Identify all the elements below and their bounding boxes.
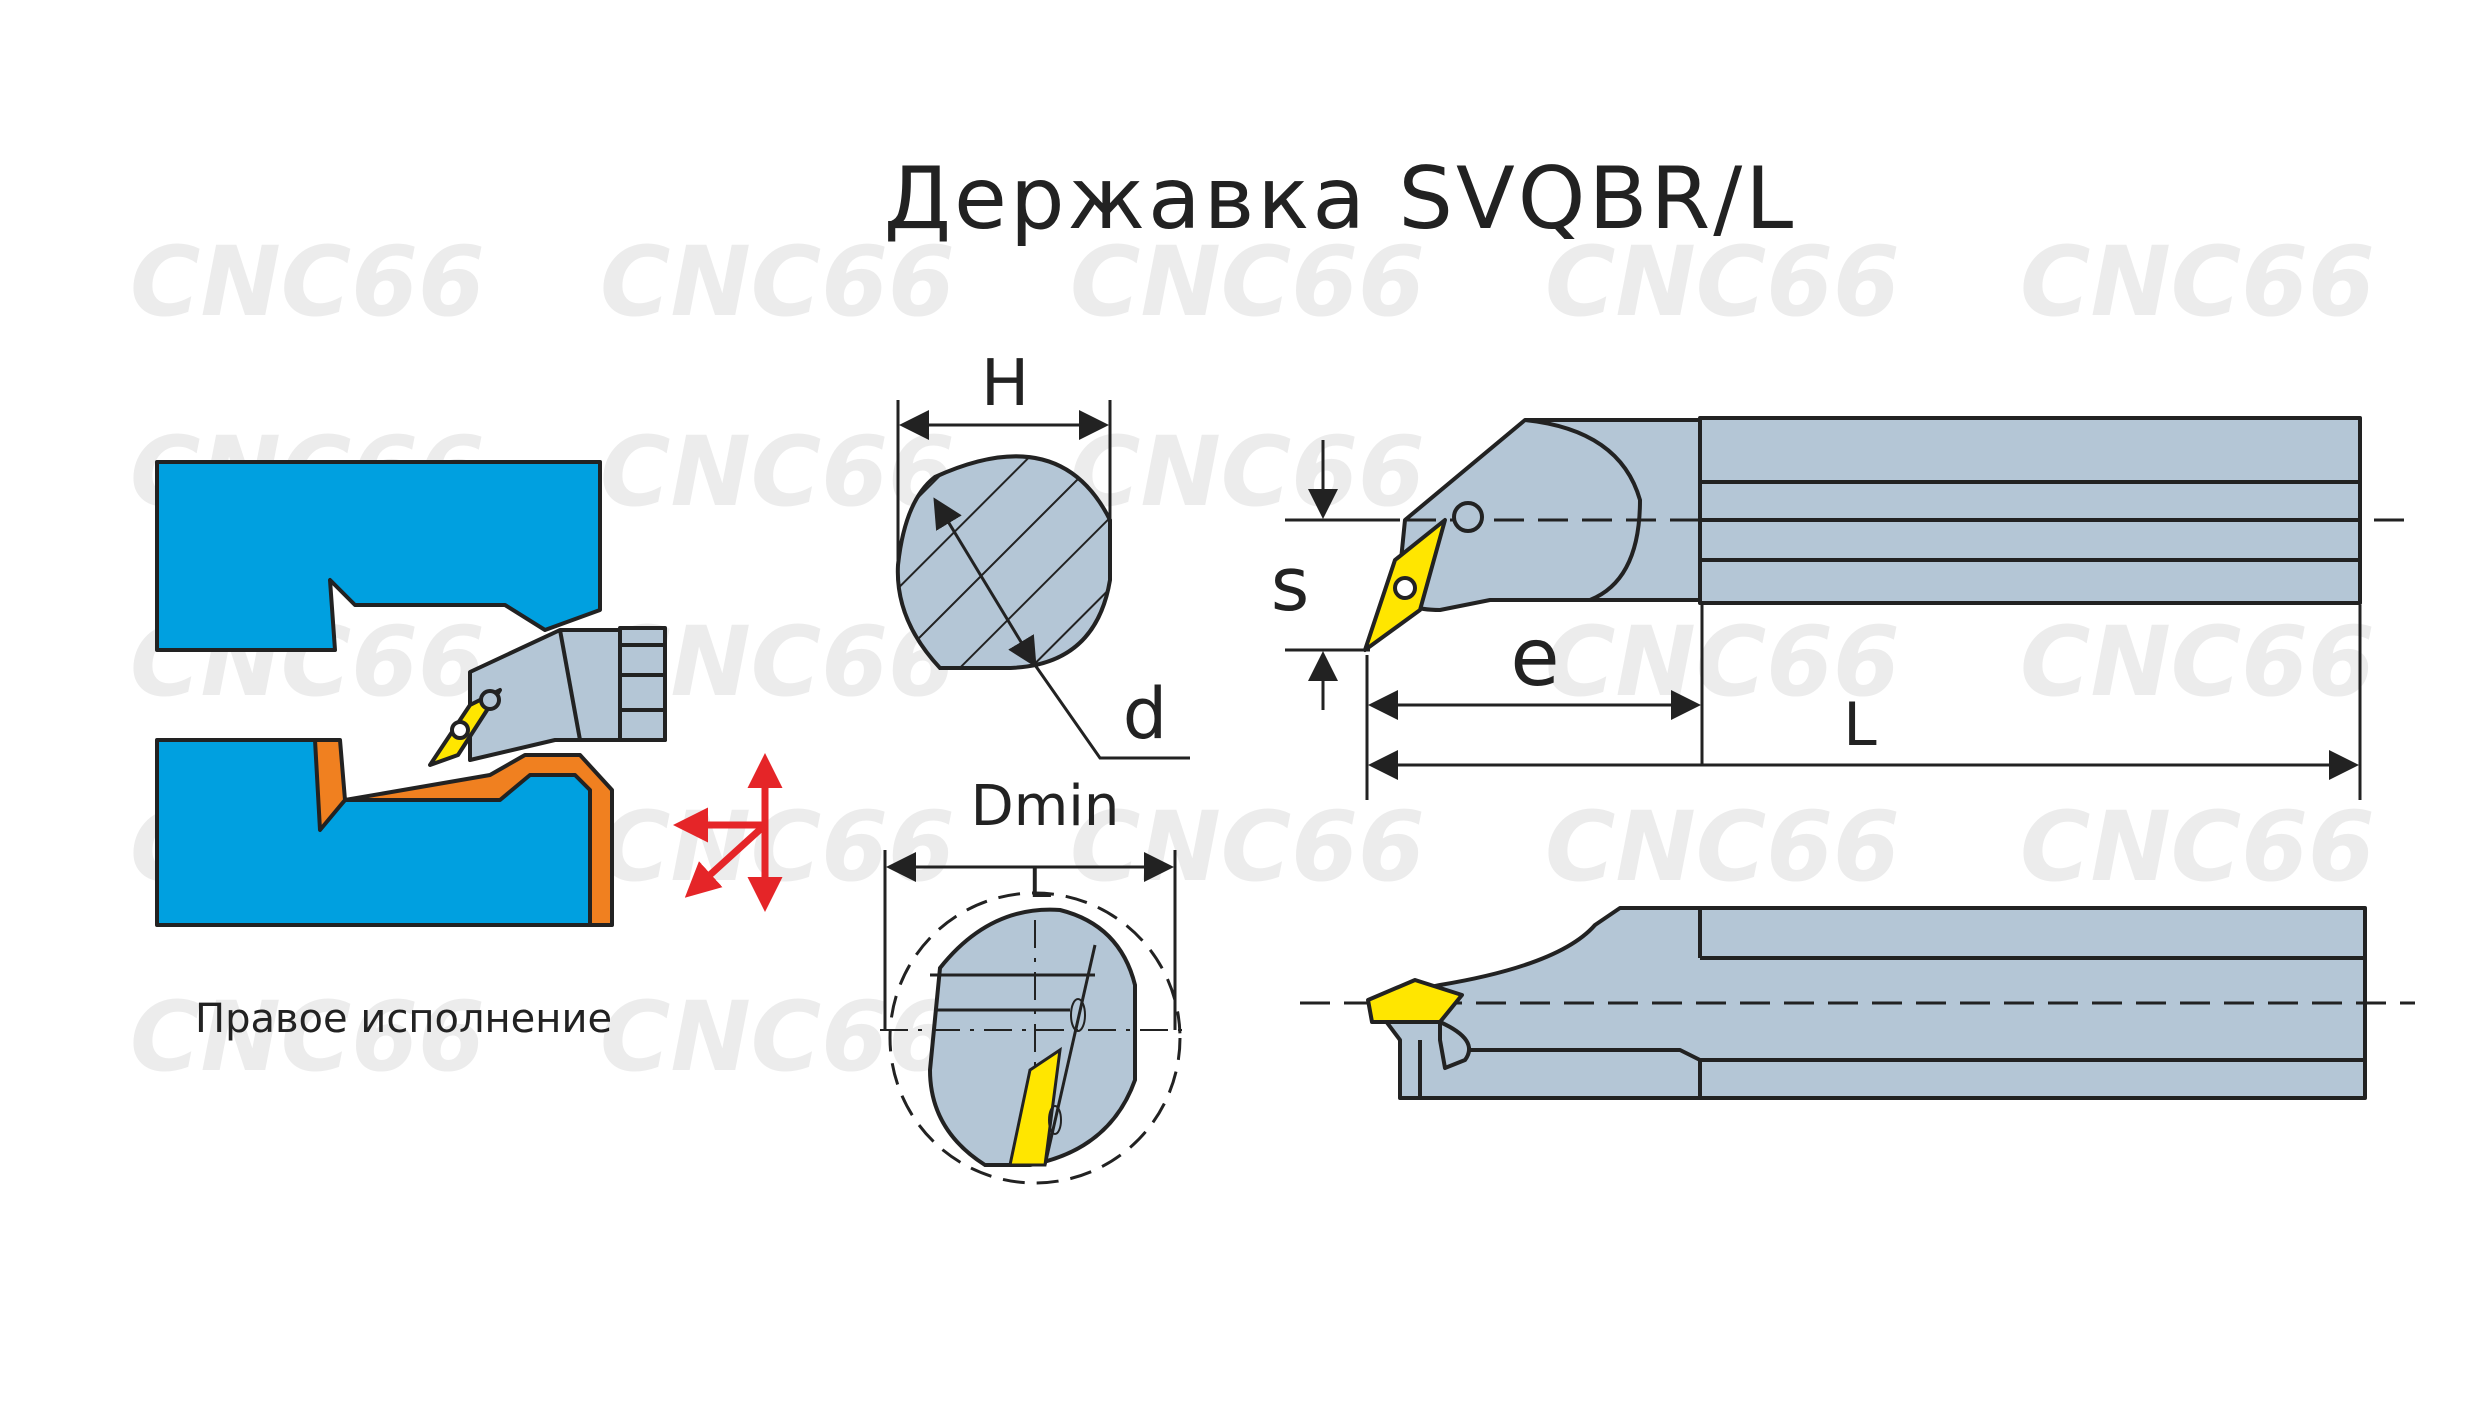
watermark-text: CNC66 [2020, 226, 2375, 338]
right-hand-caption: Правое исполнение [195, 996, 612, 1042]
page-title: Державка SVQBR/L [884, 149, 1796, 249]
watermark-text: CNC66 [600, 981, 955, 1093]
feed-arrows-icon [673, 753, 783, 912]
watermark-text: CNC66 [130, 226, 485, 338]
holder-top-view [1318, 416, 2410, 652]
watermark-text: CNC66 [1545, 791, 1900, 903]
watermark-text: CNC66 [1545, 226, 1900, 338]
dimension-d-label: d [1123, 673, 1167, 755]
dimension-d-line [933, 497, 1037, 668]
watermark-text: CNC66 [2020, 791, 2375, 903]
shank-cross-section: H d [895, 347, 1190, 760]
machining-scheme [155, 460, 667, 927]
watermark-text: CNC66 [2020, 606, 2375, 718]
dimension-e-label: e [1510, 611, 1559, 704]
holder-body-side [1368, 906, 2367, 1100]
dimension-l-small-label: L [1029, 861, 1052, 907]
watermark-text: CNC66 [1070, 226, 1425, 338]
watermark-text: CNC66 [1070, 416, 1425, 528]
bore-end-view: Dmin L [880, 774, 1185, 1185]
watermark-text: CNC66 [130, 981, 485, 1093]
insert-side-view [1366, 978, 1464, 1024]
watermark-text: CNC66 [1070, 791, 1425, 903]
watermark-text: CNC66 [600, 791, 955, 903]
insert-end-view [1008, 1046, 1062, 1167]
dimension-s-label: s [1271, 542, 1310, 628]
watermark-text: CNC66 [600, 416, 955, 528]
dimension-e-l: e L [1365, 605, 2362, 800]
holder-side-view [1300, 906, 2415, 1100]
holder-body-top [1396, 418, 1707, 612]
dimension-dmin-label: Dmin [971, 774, 1120, 839]
dimension-l-label: L [1843, 690, 1877, 760]
watermark-text: CNC66 [600, 226, 955, 338]
workpiece-top [155, 460, 602, 652]
dimension-h-label: H [981, 347, 1029, 421]
chip-path [313, 738, 614, 927]
dimension-s: s [1271, 440, 1400, 710]
